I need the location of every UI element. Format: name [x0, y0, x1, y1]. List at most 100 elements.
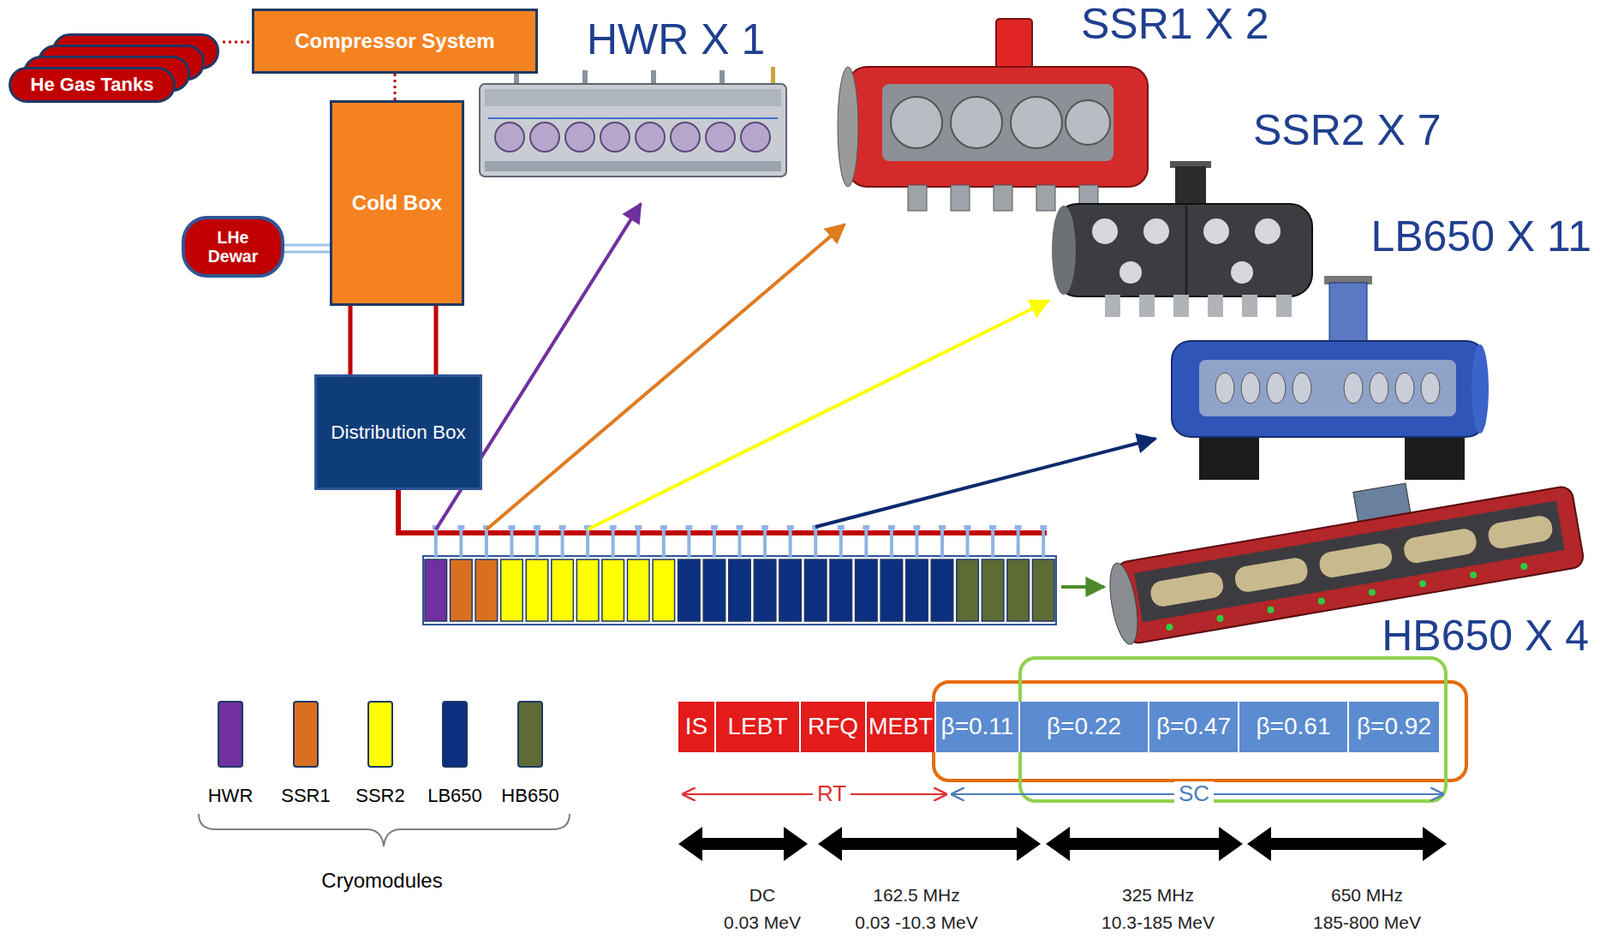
linac-section: MEBT	[866, 701, 937, 753]
ssr1-cryomodule-part	[1065, 100, 1111, 145]
ssr2-cryomodule-part	[1051, 205, 1076, 295]
group-outline-part	[933, 681, 1467, 781]
hb650-cryomodule-part	[1216, 614, 1224, 622]
supply-stub	[914, 528, 919, 558]
hb650-cryomodule-part	[1317, 597, 1326, 605]
stub-cap	[989, 525, 997, 530]
connector	[222, 41, 252, 43]
ssr1-cryomodule-part	[837, 66, 859, 187]
ssr2-cryomodule-part	[1203, 218, 1230, 245]
supply-stub	[712, 528, 717, 558]
lb650-cryomodule	[1171, 275, 1489, 480]
supply-stub	[889, 528, 894, 558]
ssr1-cryomodule-part	[996, 18, 1033, 71]
ssr2-cryomodule-part	[1173, 294, 1189, 317]
hwr-cryomodule-part	[670, 122, 700, 152]
legend-swatch	[517, 700, 544, 768]
supply-stub	[636, 528, 640, 558]
linac-section: β=0.92	[1349, 701, 1441, 753]
lb650-cryomodule-part	[1395, 372, 1415, 404]
supply-stub	[509, 528, 514, 558]
supply-stub	[535, 528, 539, 558]
lb650-cryomodule-part	[1171, 340, 1486, 437]
dewar-vessel: LHe Dewar	[181, 215, 285, 278]
node-text: IS	[685, 712, 708, 741]
range-arrow-part	[678, 826, 808, 861]
supply-header	[398, 489, 1047, 533]
node-text: β=0.92	[1356, 712, 1432, 741]
stub-cap	[1039, 525, 1047, 530]
energy-range-label: 10.3-185 MeV	[1101, 912, 1215, 933]
stub-cap	[913, 525, 920, 530]
gas-line	[222, 41, 252, 44]
stub-cap	[660, 525, 668, 530]
frequency-label: 162.5 MHz	[872, 884, 961, 906]
transfer-line	[284, 244, 330, 247]
ssr1-cryomodule-part	[882, 83, 1114, 162]
cryomodule-block	[703, 559, 726, 621]
stub-cap	[710, 525, 718, 530]
supply-stub	[940, 528, 944, 558]
ssr2-cryomodule-part	[1119, 261, 1142, 284]
frequency-label: DC	[749, 884, 776, 906]
module-count-title: SSR2 X 7	[1253, 106, 1442, 156]
stub-cap	[1014, 525, 1022, 530]
hb650-cryomodule-part	[1134, 501, 1565, 623]
cryomodule-block	[525, 559, 549, 621]
cryomodule-block	[576, 559, 599, 621]
range-arrow-part	[1045, 826, 1243, 861]
group-outline	[933, 657, 1467, 801]
linac-section: LEBT	[716, 701, 801, 753]
stub-cap	[507, 525, 515, 530]
range-arrow-part	[817, 826, 1041, 861]
supply-stub	[561, 528, 565, 558]
stub-cap	[787, 525, 795, 530]
stub-cap	[938, 525, 946, 530]
linac-section: β=0.22	[1020, 701, 1150, 753]
legend-text: SSR2	[355, 784, 405, 806]
hb650-cryomodule-part	[1367, 588, 1376, 597]
hwr-cryomodule-part	[488, 117, 778, 120]
stub-cap	[761, 525, 769, 530]
cryomodule-block	[652, 559, 675, 621]
cryomodule-block	[880, 559, 903, 621]
cryomodule-block	[855, 559, 878, 621]
cold-box: Cold Box	[329, 100, 465, 306]
linac-section: β=0.61	[1239, 701, 1350, 753]
hwr-cryomodule-part	[770, 66, 776, 86]
hb650-cryomodule-part	[1266, 605, 1275, 614]
legend-swatch	[217, 700, 244, 768]
node-text: Compressor System	[294, 29, 495, 54]
supply-stub	[1016, 528, 1021, 558]
lb650-cryomodule-part	[1343, 372, 1363, 404]
cryomodule-block	[906, 559, 929, 621]
cryomodule-block	[804, 559, 827, 621]
cryomodule-bar	[423, 525, 1057, 625]
stub-cap	[533, 525, 541, 530]
supply-stub	[738, 528, 742, 558]
cryo-pipe	[348, 305, 353, 375]
ssr2-cryomodule-part	[1254, 218, 1281, 245]
supply-stub	[1041, 528, 1045, 558]
node-text: β=0.61	[1256, 712, 1332, 741]
legend-text: SSR1	[280, 784, 330, 806]
ssr2-cryomodule	[1051, 161, 1313, 317]
linac-section: IS	[678, 701, 717, 753]
hb650-cryomodule-part	[1402, 526, 1479, 565]
lb650-cryomodule-part	[1329, 282, 1368, 343]
stub-cap	[559, 525, 567, 530]
hb650-cryomodule-part	[1317, 541, 1394, 580]
cryomodule-block	[678, 559, 701, 621]
hwr-cryomodule-part	[635, 122, 665, 152]
hwr-cryomodule-part	[484, 161, 782, 172]
module-count-title: LB650 X 11	[1370, 212, 1592, 263]
legend-brace	[198, 813, 570, 847]
supply-stub	[763, 528, 767, 558]
range-arrow	[678, 826, 1447, 861]
connector	[284, 244, 330, 252]
supply-stub	[585, 528, 590, 558]
hwr-cryomodule-part	[495, 122, 525, 152]
cryomodule-block	[981, 559, 1004, 621]
module-count-title: HB650 X 4	[1381, 611, 1589, 662]
supply-stub	[662, 528, 666, 558]
